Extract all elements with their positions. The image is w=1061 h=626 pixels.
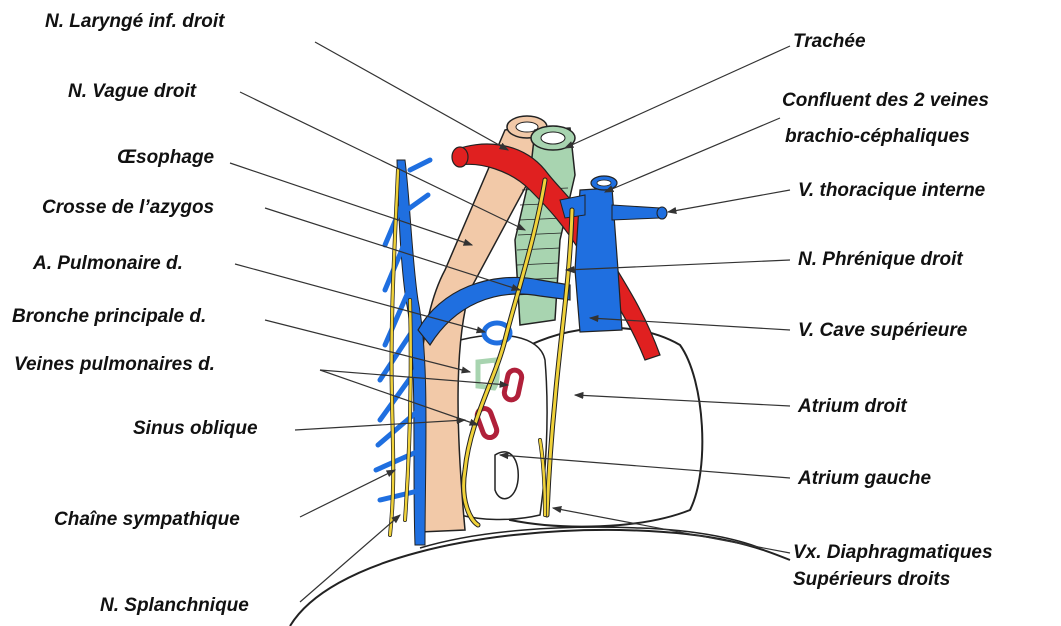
label-confluent-1: Confluent des 2 veines [782, 90, 989, 111]
label-atrium-droit: Atrium droit [797, 396, 907, 417]
label-v-cave: V. Cave supérieure [798, 320, 968, 341]
label-crosse-azygos: Crosse de l’azygos [42, 197, 214, 218]
trachea-lumen [541, 132, 565, 144]
label-n-vague: N. Vague droit [68, 81, 197, 102]
label-n-larynge: N. Laryngé inf. droit [45, 11, 225, 32]
label-a-pulmonaire: A. Pulmonaire d. [32, 253, 183, 274]
label-v-thoracique: V. thoracique interne [798, 180, 986, 201]
label-atrium-gauche: Atrium gauche [797, 468, 931, 489]
label-veines-pulm: Veines pulmonaires d. [14, 354, 215, 375]
artery-stump [452, 147, 468, 167]
diaphragm [290, 530, 790, 626]
label-confluent-2: brachio-céphaliques [785, 126, 970, 147]
label-chaine: Chaîne sympathique [54, 509, 240, 530]
label-oesophage: Œsophage [117, 147, 215, 168]
brachiocephalic-lumen [597, 180, 611, 186]
label-trachee: Trachée [793, 31, 866, 52]
label-vx-diaphragm-2: Supérieurs droits [793, 569, 950, 590]
label-splanchnique: N. Splanchnique [100, 595, 249, 616]
label-n-phrenique: N. Phrénique droit [798, 249, 963, 270]
label-bronche: Bronche principale d. [12, 306, 206, 327]
atrium-gauche-outline [456, 335, 547, 519]
thoracic-internal-stump [657, 207, 667, 219]
label-vx-diaphragm-1: Vx. Diaphragmatiques [793, 542, 993, 563]
label-sinus: Sinus oblique [133, 418, 258, 439]
thoracic-internal [612, 205, 660, 220]
